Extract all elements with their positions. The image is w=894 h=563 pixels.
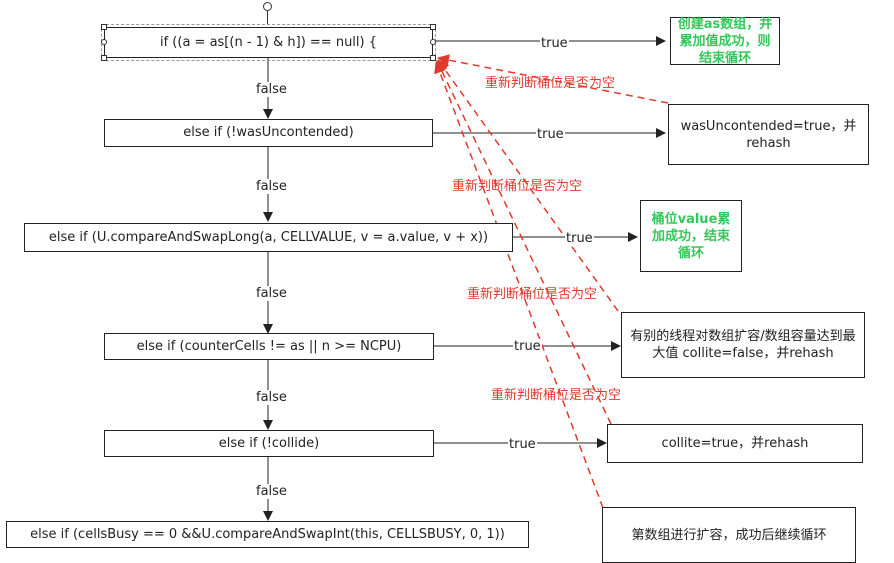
true-label-4: true [513,339,542,354]
true-label-1: true [540,36,569,51]
condition-box-4[interactable]: else if (counterCells != as || n >= NCPU… [104,333,434,360]
resize-handle-bl[interactable] [101,55,107,61]
result-box-4[interactable]: 有别的线程对数组扩容/数组容量达到最大值 collite=false，并reha… [621,312,865,378]
loop-arrow-4 [434,61,604,509]
result-box-3[interactable]: 桶位value累加成功，结束循环 [640,200,742,272]
rotate-handle-line [267,11,268,25]
condition-box-3[interactable]: else if (U.compareAndSwapLong(a, CELLVAL… [24,223,513,252]
false-label-3: false [255,286,288,301]
false-label-1: false [255,82,288,97]
loop-label-3: 重新判断桶位是否为空 [467,287,598,302]
true-label-5: true [508,437,537,452]
result-box-5[interactable]: collite=true，并rehash [607,424,863,463]
condition-box-6[interactable]: else if (cellsBusy == 0 &&U.compareAndSw… [6,521,529,548]
resize-handle-br[interactable] [430,55,436,61]
resize-handle-tl[interactable] [101,24,107,30]
true-label-2: true [536,127,565,142]
loop-label-2: 重新判断桶位是否为空 [452,179,583,194]
resize-handle-tr[interactable] [430,24,436,30]
loop-arrow-2 [437,59,619,312]
resize-handle-ml[interactable] [101,39,107,45]
loop-label-1: 重新判断桶位是否为空 [485,76,616,91]
true-label-3: true [565,231,594,246]
selection-outline [101,24,436,61]
condition-box-1[interactable]: if ((a = as[(n - 1) & h]) == null) { [104,27,433,58]
false-label-2: false [255,179,288,194]
condition-box-2[interactable]: else if (!wasUncontended) [104,119,433,147]
result-box-2[interactable]: wasUncontended=true，并rehash [668,104,869,165]
result-box-1[interactable]: 创建as数组，并累加值成功，则结束循环 [670,17,780,66]
loop-label-4: 重新判断桶位是否为空 [491,388,622,403]
result-box-6[interactable]: 第数组进行扩容，成功后继续循环 [602,507,856,563]
condition-box-5[interactable]: else if (!collide) [104,430,434,457]
false-label-4: false [255,390,288,405]
resize-handle-mr[interactable] [430,39,436,45]
rotate-handle[interactable] [263,2,272,11]
loop-arrow-1 [437,54,669,104]
false-label-5: false [255,484,288,499]
